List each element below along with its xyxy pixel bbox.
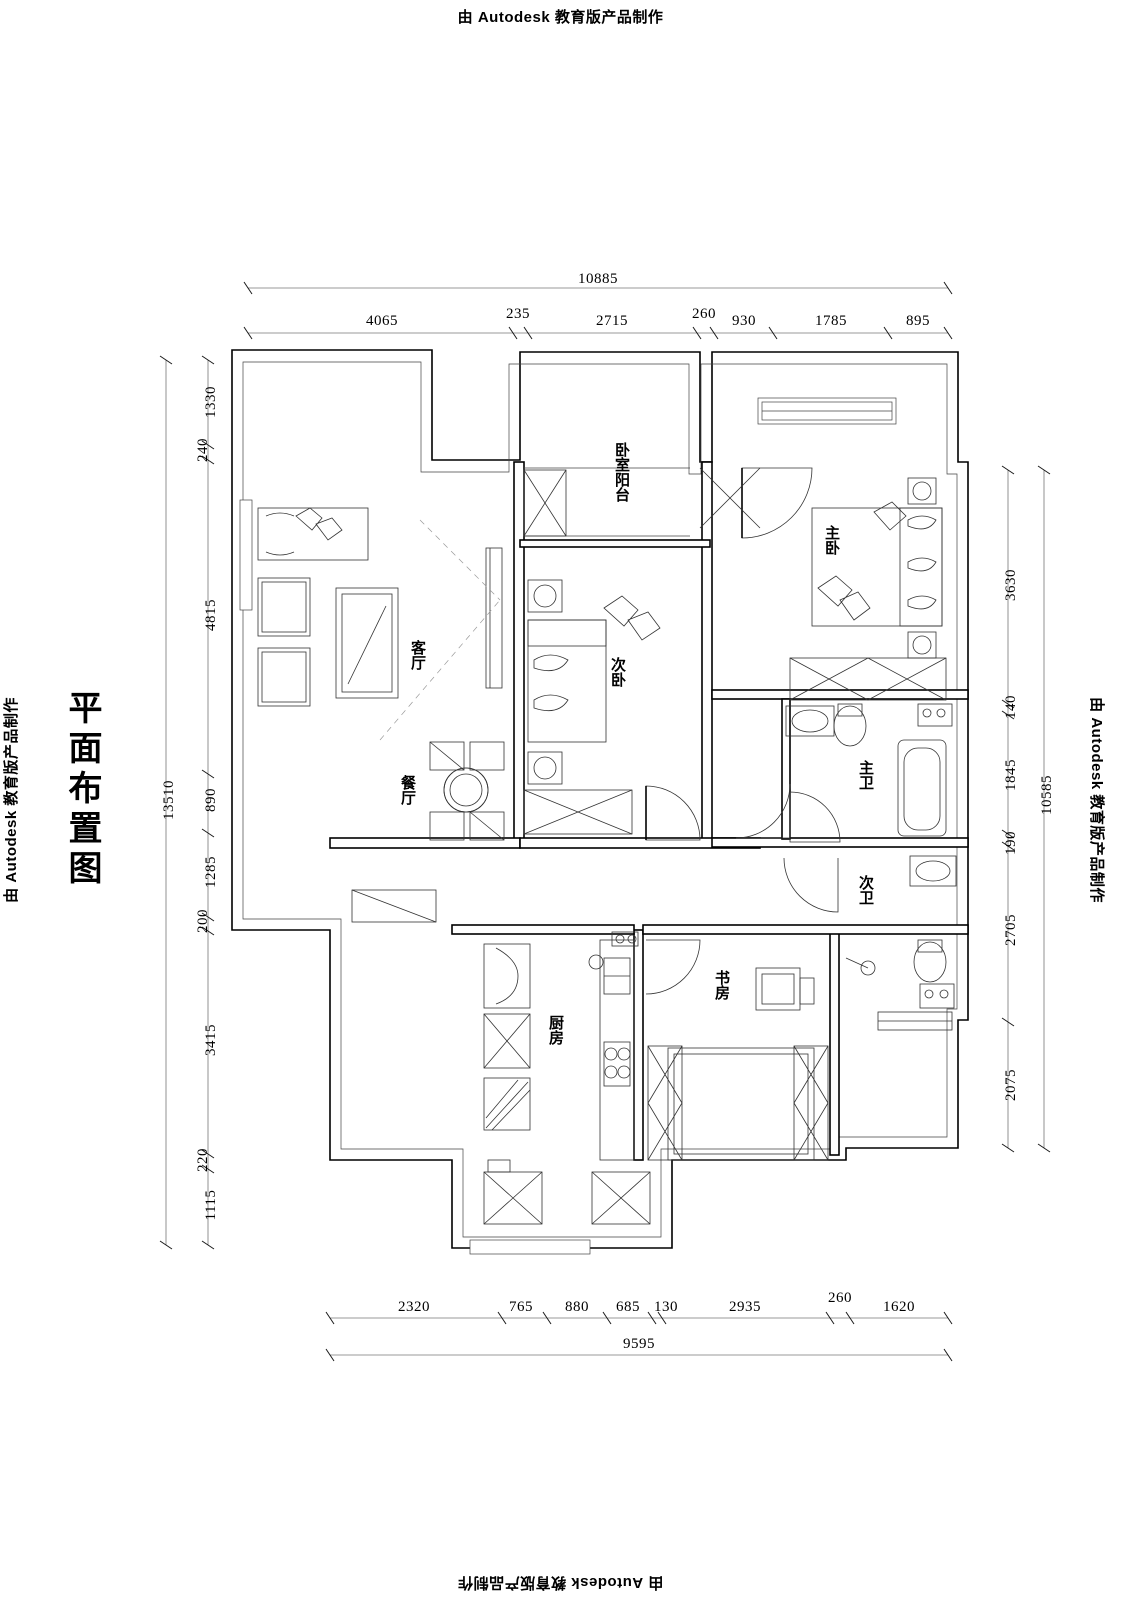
dim-top-seg-6: 895 [906, 313, 930, 329]
dim-right-seg-0: 3630 [1003, 569, 1019, 601]
entry-cabinets [351, 889, 953, 1031]
living-room-furniture [257, 507, 503, 741]
dim-right-seg-1: 140 [1003, 695, 1019, 719]
dim-bottom-seg-3: 685 [616, 1299, 640, 1315]
dim-left-seg-2: 4815 [203, 599, 219, 631]
dim-left-seg-3: 890 [203, 788, 219, 812]
master-bath-fixtures [785, 703, 953, 843]
kitchen-fixtures [483, 931, 651, 1225]
dim-bottom-total: 9595 [623, 1336, 655, 1352]
dim-bottom-seg-6: 260 [828, 1290, 852, 1306]
dimension-chain-right: 3630 140 1845 190 2705 2075 10585 [1001, 465, 1055, 1153]
dim-top-seg-0: 4065 [366, 313, 398, 329]
dim-bottom-seg-1: 765 [509, 1299, 533, 1315]
dim-top-seg-5: 1785 [815, 313, 847, 329]
room-label-kitchen: 厨房 [547, 1015, 565, 1046]
dim-bottom-seg-7: 1620 [883, 1299, 915, 1315]
second-bath-fixtures [845, 855, 957, 1009]
watermark-top: 由 Autodesk 教育版产品制作 [457, 9, 664, 26]
dim-bottom-seg-0: 2320 [398, 1299, 430, 1315]
dim-right-seg-5: 2075 [1003, 1069, 1019, 1101]
room-label-second-bath: 次卫 [857, 874, 875, 905]
dim-left-seg-8: 1115 [203, 1190, 219, 1221]
wall-outline [231, 349, 969, 1249]
dim-left-seg-7: 220 [195, 1148, 211, 1172]
dim-left-seg-6: 3415 [203, 1024, 219, 1056]
dim-bottom-seg-2: 880 [565, 1299, 589, 1315]
dim-top-seg-1: 235 [506, 306, 530, 322]
room-label-study: 书房 [713, 969, 731, 1001]
dim-left-seg-4: 1285 [203, 856, 219, 888]
room-label-dining: 餐厅 [399, 774, 417, 806]
room-label-living: 客厅 [409, 639, 427, 671]
dim-top-seg-4: 930 [732, 313, 756, 329]
dim-left-seg-1: 240 [195, 438, 211, 462]
dim-top-seg-3: 260 [692, 306, 716, 322]
room-label-second-bed: 次卧 [609, 656, 627, 688]
dim-left-total: 13510 [161, 780, 177, 820]
dim-left-seg-0: 1330 [203, 386, 219, 418]
windows [239, 397, 897, 1255]
dining-furniture [429, 741, 505, 841]
dimension-chain-left: 1330 240 4815 890 1285 200 3415 220 1115… [159, 355, 219, 1250]
page-title: 平面布置图 [62, 690, 102, 890]
dimension-chain-bottom: 2320 765 880 685 130 2935 260 1620 9595 [325, 1290, 953, 1362]
study-furniture [647, 967, 829, 1161]
dim-right-seg-3: 190 [1003, 831, 1019, 855]
balcony-closets [523, 469, 567, 537]
room-label-master-bath: 主卫 [857, 759, 875, 790]
dim-top-total: 10885 [578, 271, 618, 287]
doors [645, 467, 839, 995]
room-label-master-bed: 主卧 [823, 524, 841, 556]
second-bedroom-furniture [523, 579, 661, 835]
dim-top-seg-2: 2715 [596, 313, 628, 329]
dim-right-total: 10585 [1039, 775, 1055, 815]
room-labels: 客厅 餐厅 主卧 次卧 主卫 次卫 厨房 书房 卧室阳台 [399, 442, 875, 1046]
dim-bottom-seg-5: 2935 [729, 1299, 761, 1315]
dim-right-seg-2: 1845 [1003, 759, 1019, 791]
master-bedroom-furniture [789, 477, 947, 701]
dimension-chain-top: 10885 4065 235 2715 260 930 1785 895 [243, 271, 953, 340]
interior-partitions [329, 461, 969, 1161]
dim-bottom-seg-4: 130 [654, 1299, 678, 1315]
dim-right-seg-4: 2705 [1003, 914, 1019, 946]
dim-left-seg-5: 200 [195, 909, 211, 933]
room-label-bed-balcony: 卧室阳台 [613, 442, 631, 503]
